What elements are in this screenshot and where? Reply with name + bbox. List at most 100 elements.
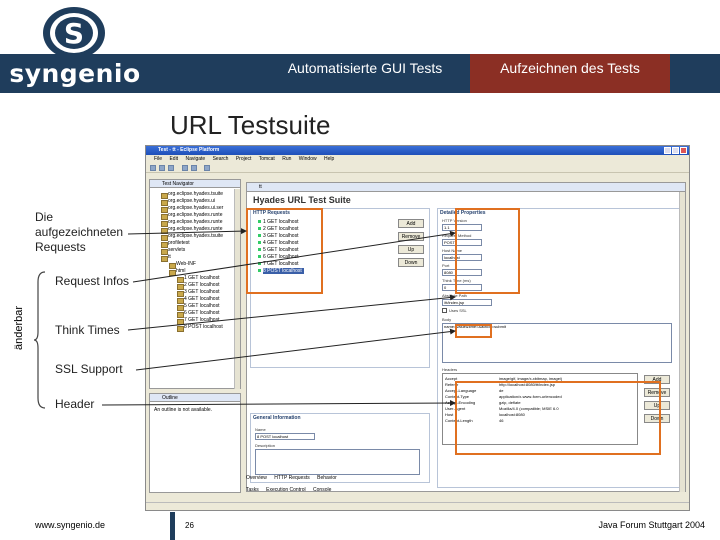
tree-item[interactable]: 6 GET localhost xyxy=(176,310,220,318)
tree-item[interactable]: html xyxy=(168,268,186,276)
tab-behavior[interactable]: Behavior xyxy=(317,475,337,481)
add-request-button[interactable]: Add xyxy=(398,219,424,228)
tab-console[interactable]: Console xyxy=(313,487,332,493)
tab-http-requests[interactable]: HTTP Requests xyxy=(274,475,310,481)
menu-edit[interactable]: Edit xyxy=(169,156,179,162)
debug-icon[interactable] xyxy=(182,165,188,171)
http-version-label: HTTP Version xyxy=(442,218,467,223)
menu-run[interactable]: Run xyxy=(282,156,292,162)
tree-item[interactable]: org.eclipse.hyades.tsuite xyxy=(160,233,224,241)
tab-tasks[interactable]: Tasks xyxy=(246,487,259,493)
tree-item[interactable]: tt xyxy=(161,254,171,262)
tree-item[interactable]: 3 GET localhost xyxy=(176,289,220,297)
print-icon[interactable] xyxy=(168,165,174,171)
tab-recording-tests[interactable]: Aufzeichnen des Tests xyxy=(470,54,720,93)
description-label: Description xyxy=(255,443,276,448)
syngenio-logo-icon: S xyxy=(43,7,105,59)
save-icon[interactable] xyxy=(159,165,165,171)
footer-website[interactable]: www.syngenio.de xyxy=(35,520,106,530)
outline-message: An outline is not available. xyxy=(154,407,213,413)
tab-automated-gui-tests[interactable]: Automatisierte GUI Tests xyxy=(287,60,443,76)
tree-item[interactable]: org.eclipse.hyades.ui xyxy=(161,198,215,206)
highlight-ssl xyxy=(455,324,492,338)
description-field[interactable] xyxy=(255,449,420,475)
window-title: Test - tt - Eclipse Platform xyxy=(158,147,220,153)
eclipse-window: Test - tt - Eclipse Platform File Edit N… xyxy=(145,145,690,511)
remove-header-button[interactable]: Remove xyxy=(644,388,670,397)
http-version-field[interactable]: 1.1 xyxy=(442,224,482,231)
test-navigator-pane: Test Navigator org.eclipse.hyades.tsuite… xyxy=(149,179,241,389)
add-header-button[interactable]: Add xyxy=(644,375,670,384)
tree-item[interactable]: Web-INF xyxy=(169,261,196,269)
footer xyxy=(0,511,720,540)
tab-overview[interactable]: Overview xyxy=(246,475,267,481)
down-header-button[interactable]: Down xyxy=(644,414,670,423)
menu-file[interactable]: File xyxy=(154,156,163,162)
tab-outline[interactable]: Outline xyxy=(150,394,240,402)
minimize-icon[interactable] xyxy=(664,147,671,154)
tree-item[interactable]: 5 GET localhost xyxy=(176,303,220,311)
toolbar xyxy=(146,163,689,173)
name-label: Name xyxy=(255,427,266,432)
callout-recorded-requests: Die aufgezeichneten Requests xyxy=(35,210,135,255)
up-request-button[interactable]: Up xyxy=(398,245,424,254)
maximize-icon[interactable] xyxy=(672,147,679,154)
up-header-button[interactable]: Up xyxy=(644,401,670,410)
general-information-title: General Information xyxy=(253,415,301,421)
tree-item[interactable]: 7 GET localhost xyxy=(176,317,220,325)
tab-editor-tt[interactable]: tt xyxy=(247,183,685,192)
tab-execution-control[interactable]: Execution Control xyxy=(266,487,306,493)
highlight-http-requests xyxy=(246,208,323,294)
new-icon[interactable] xyxy=(150,165,156,171)
tree-item[interactable]: 1 GET localhost xyxy=(176,275,220,283)
tree-item[interactable]: org.eclipse.hyades.runte xyxy=(160,219,223,227)
navigator-scrollbar[interactable] xyxy=(234,189,240,389)
tree-item[interactable]: org.eclipse.hyades.runte xyxy=(160,212,223,220)
menu-project[interactable]: Project xyxy=(235,156,252,162)
run-icon[interactable] xyxy=(191,165,197,171)
uses-ssl-checkbox[interactable] xyxy=(442,308,447,313)
body-field[interactable]: name=value&time=&action=submit xyxy=(442,323,672,363)
footer-page-number: 26 xyxy=(185,521,194,530)
think-time-field[interactable]: 0 xyxy=(442,284,482,291)
request-item[interactable]: 2 GET localhost xyxy=(257,226,299,232)
status-bar xyxy=(146,502,689,510)
name-field[interactable]: 8 POST localhost xyxy=(255,433,315,440)
general-information-section: General Information Name 8 POST localhos… xyxy=(250,413,430,483)
request-item[interactable]: 1 GET localhost xyxy=(257,219,299,225)
menu-navigate[interactable]: Navigate xyxy=(185,156,206,162)
tab-test-navigator[interactable]: Test Navigator xyxy=(150,180,240,188)
menu-window[interactable]: Window xyxy=(298,156,317,162)
menu-tomcat[interactable]: Tomcat xyxy=(258,156,275,162)
tree-item[interactable]: org.eclipse.hyades.tsuite xyxy=(160,191,224,199)
footer-divider xyxy=(170,512,175,540)
window-titlebar: Test - tt - Eclipse Platform xyxy=(146,146,689,155)
tree-item[interactable]: servlets xyxy=(160,247,186,255)
absolute-path-field[interactable]: /tt/index.jsp xyxy=(442,299,492,306)
down-request-button[interactable]: Down xyxy=(398,258,424,267)
editor-scrollbar[interactable] xyxy=(679,192,685,492)
search-icon[interactable] xyxy=(204,165,210,171)
close-icon[interactable] xyxy=(680,147,687,154)
tree-item[interactable]: profiletest xyxy=(161,240,190,248)
tree-item[interactable]: 4 GET localhost xyxy=(176,296,220,304)
menu-help[interactable]: Help xyxy=(323,156,335,162)
headers-label: Headers xyxy=(442,367,458,372)
tree-item[interactable]: org.eclipse.hyades.runte xyxy=(160,226,223,234)
tree-item[interactable]: 2 GET localhost xyxy=(176,282,220,290)
remove-request-button[interactable]: Remove xyxy=(398,232,424,241)
tree-item[interactable]: org.eclipse.hyades.ui.ser xyxy=(160,205,224,213)
highlight-request-infos xyxy=(455,208,520,294)
menu-search[interactable]: Search xyxy=(212,156,229,162)
slide-title: URL Testsuite xyxy=(170,110,331,140)
tree-item[interactable]: 8 POST localhost xyxy=(177,324,223,332)
menu-bar: File Edit Navigate Search Project Tomcat… xyxy=(146,155,689,163)
